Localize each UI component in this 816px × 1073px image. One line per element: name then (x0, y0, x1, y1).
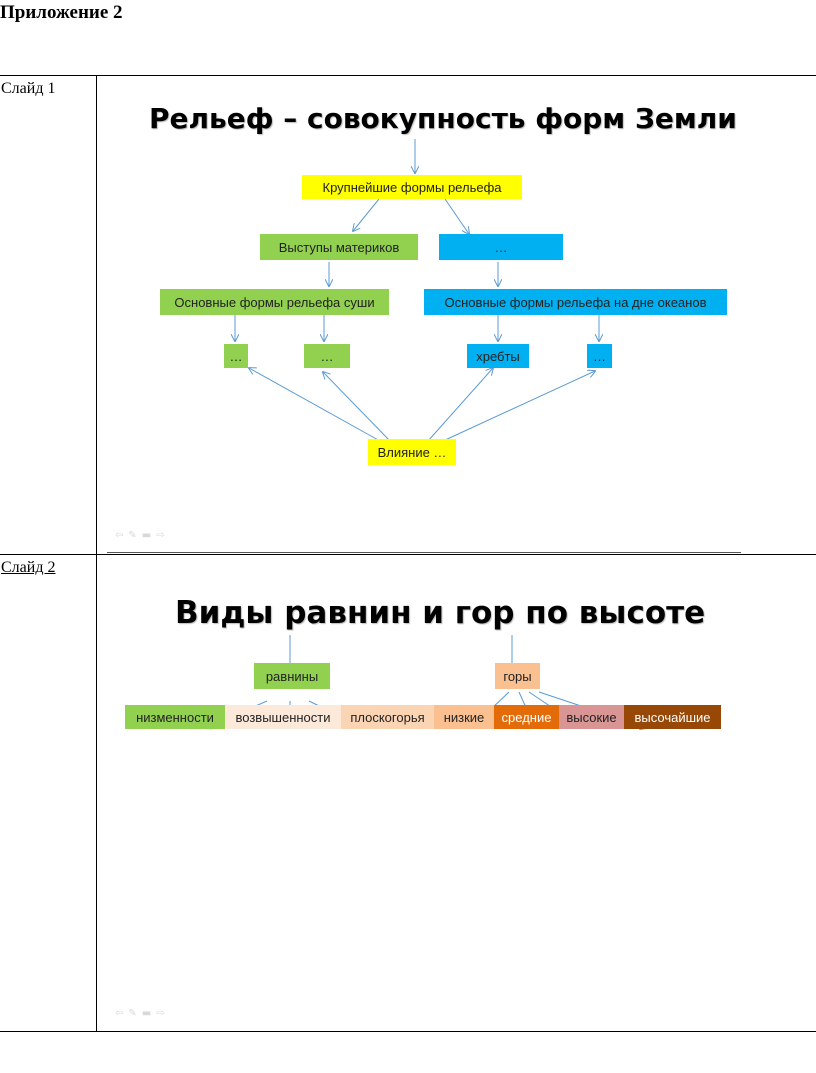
scale-cell-1: низменности (125, 705, 225, 729)
box-plains: равнины (254, 663, 330, 689)
forward-arrow-icon: ⇨ (156, 530, 170, 541)
slide-2-nav-icons: ⇦✎▬⇨ (115, 1008, 170, 1019)
arrow-largest-to-continent (353, 198, 380, 231)
scale-cell-5: средние (494, 705, 559, 729)
box-largest-forms: Крупнейшие формы рельефа (302, 175, 522, 199)
document-heading: Приложение 2 (0, 2, 123, 23)
slide-1-bottom-rule (107, 552, 741, 553)
box-land-blank-1: … (224, 344, 248, 368)
slide-1-arrows (97, 139, 816, 442)
box-ocean-floor-forms: Основные формы рельефа на дне океанов (424, 289, 727, 315)
box-influence: Влияние … (368, 439, 456, 465)
back-arrow-icon: ⇦ (115, 530, 129, 541)
box-ridges: хребты (467, 344, 529, 368)
arrow-influence-to-blank2 (323, 372, 391, 442)
pen-icon: ✎ (128, 530, 142, 541)
slide-1-nav-icons: ⇦✎▬⇨ (115, 530, 170, 541)
pen-icon: ✎ (128, 1008, 142, 1019)
slide-label-cell-1: Слайд 1 (0, 75, 97, 555)
slide-row-1: Слайд 1 Рельеф – совокупность форм Земли (0, 75, 816, 555)
scale-cell-3: плоскогорья (341, 705, 434, 729)
box-ocean-blank-2: … (587, 344, 612, 368)
box-land-forms: Основные формы рельефа суши (160, 289, 389, 315)
slide-1: Рельеф – совокупность форм Земли (97, 76, 816, 554)
forward-arrow-icon: ⇨ (156, 1008, 170, 1019)
box-continent-protrusions: Выступы материков (260, 234, 418, 260)
slide-row-2: Слайд 2 Виды равнин и гор по высоте (0, 554, 816, 1032)
slide-label-2: Слайд 2 (1, 559, 56, 576)
slide-1-title: Рельеф – совокупность форм Земли (149, 102, 737, 135)
slide-label-cell-2: Слайд 2 (0, 554, 97, 1032)
box-mountains: горы (495, 663, 540, 689)
slide-cell-1: Рельеф – совокупность форм Земли (96, 75, 816, 555)
arrow-influence-to-blank1 (249, 368, 381, 442)
arrow-largest-to-ocean (444, 198, 469, 234)
back-arrow-icon: ⇦ (115, 1008, 129, 1019)
box-land-blank-2: … (304, 344, 350, 368)
arrow-influence-to-ridges (427, 368, 493, 442)
scale-cell-7: высочайшие (624, 705, 721, 729)
menu-icon: ▬ (141, 1008, 157, 1019)
slide-2-title: Виды равнин и гор по высоте (175, 595, 706, 631)
scale-cell-6: высокие (559, 705, 624, 729)
menu-icon: ▬ (141, 530, 157, 541)
slide-cell-2: Виды равнин и гор по высоте (96, 554, 816, 1032)
arrow-influence-to-oceanblank2 (442, 371, 595, 442)
scale-cell-2: возвышенности (225, 705, 341, 729)
scale-cell-4: низкие (434, 705, 494, 729)
box-ocean-blank: … (439, 234, 563, 260)
slides-table: Слайд 1 Рельеф – совокупность форм Земли (0, 75, 816, 1032)
slide-2: Виды равнин и гор по высоте (97, 555, 816, 1031)
slide-label-1: Слайд 1 (1, 80, 56, 97)
